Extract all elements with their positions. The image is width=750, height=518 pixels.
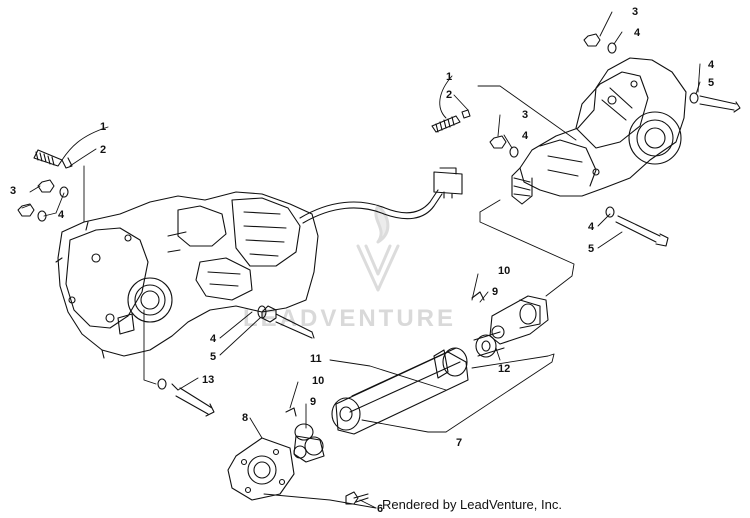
- callout-8: 8: [242, 412, 248, 424]
- callout-5-topright: 5: [708, 77, 714, 89]
- callout-2-right: 2: [446, 89, 452, 101]
- callout-9-lower: 9: [310, 396, 316, 408]
- render-credit: Rendered by LeadVenture, Inc.: [382, 497, 562, 512]
- callout-2-left: 2: [100, 144, 106, 156]
- callout-4-right: 4: [522, 130, 529, 142]
- callout-4-lowright: 4: [588, 221, 595, 233]
- callout-4-topright: 4: [708, 59, 715, 71]
- lower-u-joint: [285, 407, 325, 463]
- front-gearcase: [511, 57, 687, 205]
- left-hardware: [17, 149, 315, 417]
- callout-9-upper: 9: [492, 286, 498, 298]
- callout-10-upper: 10: [498, 265, 510, 277]
- callout-3-right: 3: [522, 109, 528, 121]
- callout-11: 11: [310, 353, 322, 365]
- callout-12: 12: [498, 363, 510, 375]
- driveshaft-assembly: [331, 291, 549, 435]
- callout-1-right: 1: [446, 71, 452, 83]
- right-hardware: [431, 33, 741, 247]
- callout-3-left: 3: [10, 185, 16, 197]
- callout-5-mid: 5: [210, 351, 216, 363]
- flange-yoke: [227, 437, 295, 501]
- callout-7: 7: [456, 437, 462, 449]
- rear-gearcase: [55, 191, 319, 359]
- callout-13: 13: [202, 374, 214, 386]
- callout-10-lower: 10: [312, 375, 324, 387]
- callout-6: 6: [377, 503, 383, 515]
- callout-1-left: 1: [100, 121, 106, 133]
- callout-4-mid: 4: [210, 333, 217, 345]
- wiring-harness: [299, 167, 463, 224]
- callout-labels: 1 2 3 4 4 5 13 1 2 3 4 4 5 3 4 4 5 10 9 …: [10, 6, 715, 515]
- leader-lines: [21, 11, 701, 509]
- watermark-logo: [356, 204, 400, 292]
- callout-4-top: 4: [634, 27, 641, 39]
- callout-3-top: 3: [632, 6, 638, 18]
- callout-4-left: 4: [58, 209, 65, 221]
- callout-5-lowright: 5: [588, 243, 594, 255]
